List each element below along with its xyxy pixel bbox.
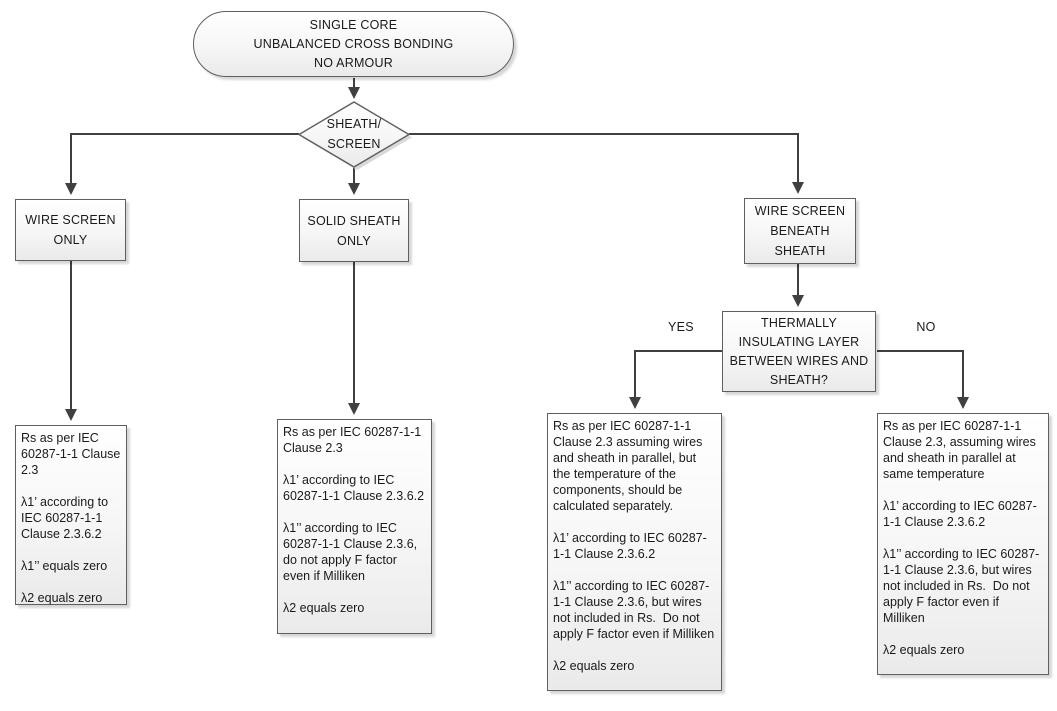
node-start-line1: SINGLE CORE: [309, 17, 398, 32]
thermal-decision-line4: SHEATH?: [769, 372, 829, 387]
solid-sheath-only-line2: ONLY: [337, 233, 371, 248]
connector-thermal-no-to-outcome: [877, 350, 969, 409]
outcome-paragraph: λ2 equals zero: [883, 643, 965, 657]
outcome-paragraph: λ2 equals zero: [553, 659, 635, 673]
connector-sheath-to-wire-screen-beneath: [409, 133, 804, 194]
outcome-paragraph: λ1’ according to IEC 60287-1-1 Clause 2.…: [21, 495, 112, 541]
outcome-thermal-yes: Rs as per IEC 60287-1-1 Clause 2.3 assum…: [547, 413, 722, 691]
outcome-paragraph: λ1’ according to IEC 60287-1-1 Clause 2.…: [283, 473, 425, 503]
outcome-paragraph: λ1’ according to IEC 60287-1-1 Clause 2.…: [883, 499, 1037, 529]
outcome-paragraph: Rs as per IEC 60287-1-1 Clause 2.3 assum…: [553, 419, 706, 513]
outcome-thermal-no: Rs as per IEC 60287-1-1 Clause 2.3, assu…: [877, 413, 1049, 675]
thermal-decision-line3: BETWEEN WIRES AND: [729, 353, 869, 368]
outcome-paragraph: Rs as per IEC 60287-1-1 Clause 2.3: [21, 431, 124, 477]
outcome-wire-screen-only: Rs as per IEC 60287-1-1 Clause 2.3 λ1’ a…: [15, 425, 127, 605]
outcome-paragraph: Rs as per IEC 60287-1-1 Clause 2.3, assu…: [883, 419, 1040, 481]
wire-screen-only-line1: WIRE SCREEN: [25, 213, 116, 227]
node-solid-sheath-only: SOLID SHEATH ONLY: [299, 199, 409, 262]
thermal-decision-line2: INSULATING LAYER: [738, 334, 860, 349]
outcome-paragraph: λ2 equals zero: [283, 601, 365, 615]
outcome-paragraph: λ1’’ according to IEC 60287-1-1 Clause 2…: [553, 579, 715, 641]
node-start-line3: NO ARMOUR: [314, 55, 393, 70]
connector-sheath-to-wire-screen-only: [65, 133, 299, 195]
node-wire-screen-beneath-sheath: WIRE SCREEN BENEATH SHEATH: [744, 198, 856, 264]
outcome-solid-sheath-only: Rs as per IEC 60287-1-1 Clause 2.3 λ1’ a…: [277, 419, 432, 634]
branch-label-no: NO: [916, 320, 936, 334]
outcome-paragraph: λ1’’ equals zero: [21, 559, 108, 573]
node-sheath-screen-decision: SHEATH/ SCREEN: [299, 114, 409, 154]
outcome-paragraph: λ1’ according to IEC 60287-1-1 Clause 2.…: [553, 531, 707, 561]
sheath-decision-line2: SCREEN: [327, 137, 381, 151]
solid-sheath-only-line1: SOLID SHEATH: [307, 213, 401, 228]
outcome-paragraph: λ1’’ according to IEC 60287-1-1 Clause 2…: [883, 547, 1040, 625]
connector-thermal-yes-to-outcome: [629, 350, 722, 409]
node-start: SINGLE CORE UNBALANCED CROSS BONDING NO …: [193, 11, 514, 77]
outcome-paragraph: λ1’’ according to IEC 60287-1-1 Clause 2…: [283, 521, 421, 583]
wire-screen-beneath-line2: BENEATH: [770, 224, 830, 238]
wire-screen-only-line2: ONLY: [53, 233, 88, 247]
node-wire-screen-only: WIRE SCREEN ONLY: [15, 199, 126, 261]
sheath-decision-line1: SHEATH/: [326, 117, 382, 131]
outcome-paragraph: Rs as per IEC 60287-1-1 Clause 2.3: [283, 425, 425, 455]
sheath-screen-diamond: [297, 101, 411, 168]
wire-screen-beneath-line1: WIRE SCREEN: [754, 204, 846, 218]
wire-screen-beneath-line3: SHEATH: [774, 244, 826, 258]
node-start-line2: UNBALANCED CROSS BONDING: [253, 36, 454, 51]
branch-label-yes: YES: [668, 320, 694, 334]
outcome-paragraph: λ2 equals zero: [21, 591, 103, 605]
node-thermal-insulating-decision: THERMALLY INSULATING LAYER BETWEEN WIRES…: [722, 311, 876, 392]
thermal-decision-line1: THERMALLY: [761, 315, 837, 330]
